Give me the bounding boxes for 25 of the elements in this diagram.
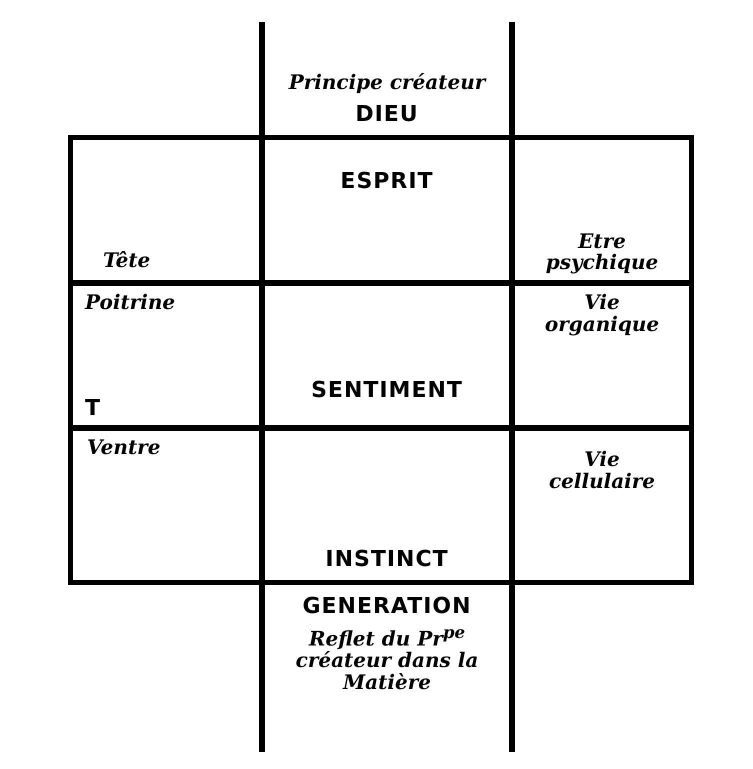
- grid-cell: [512, 428, 694, 585]
- grid-cell: [68, 135, 262, 283]
- grid-cell: [262, 283, 512, 428]
- handwritten-label: Vie cellulaire: [548, 449, 656, 492]
- handwritten-label: Reflet du Pr$^{pe}$ créateur dans la Matière: [294, 622, 480, 694]
- heading-text: GENERATION: [302, 595, 472, 619]
- handwritten-label: Tête: [103, 250, 150, 272]
- heading-text: T: [85, 397, 102, 421]
- handwritten-label: Vie organique: [544, 292, 660, 336]
- heading-text: INSTINCT: [325, 548, 449, 572]
- handwritten-label: Poitrine: [85, 292, 176, 314]
- grid-cell: [68, 283, 262, 428]
- grid-cell: [512, 283, 694, 428]
- grid-cell: [259, 585, 515, 752]
- heading-text: ESPRIT: [340, 170, 434, 194]
- handwritten-label: Ventre: [87, 437, 160, 459]
- handwritten-label: Principe créateur: [288, 72, 486, 94]
- handwritten-label: Etre psychique: [544, 230, 660, 274]
- grid-cell: [262, 428, 512, 585]
- grid-cell: [262, 135, 512, 283]
- grid-cell: [259, 22, 515, 135]
- heading-text: SENTIMENT: [311, 379, 463, 403]
- heading-text: DIEU: [355, 103, 419, 127]
- grid-cell: [68, 428, 262, 585]
- grid-cell: [512, 135, 694, 283]
